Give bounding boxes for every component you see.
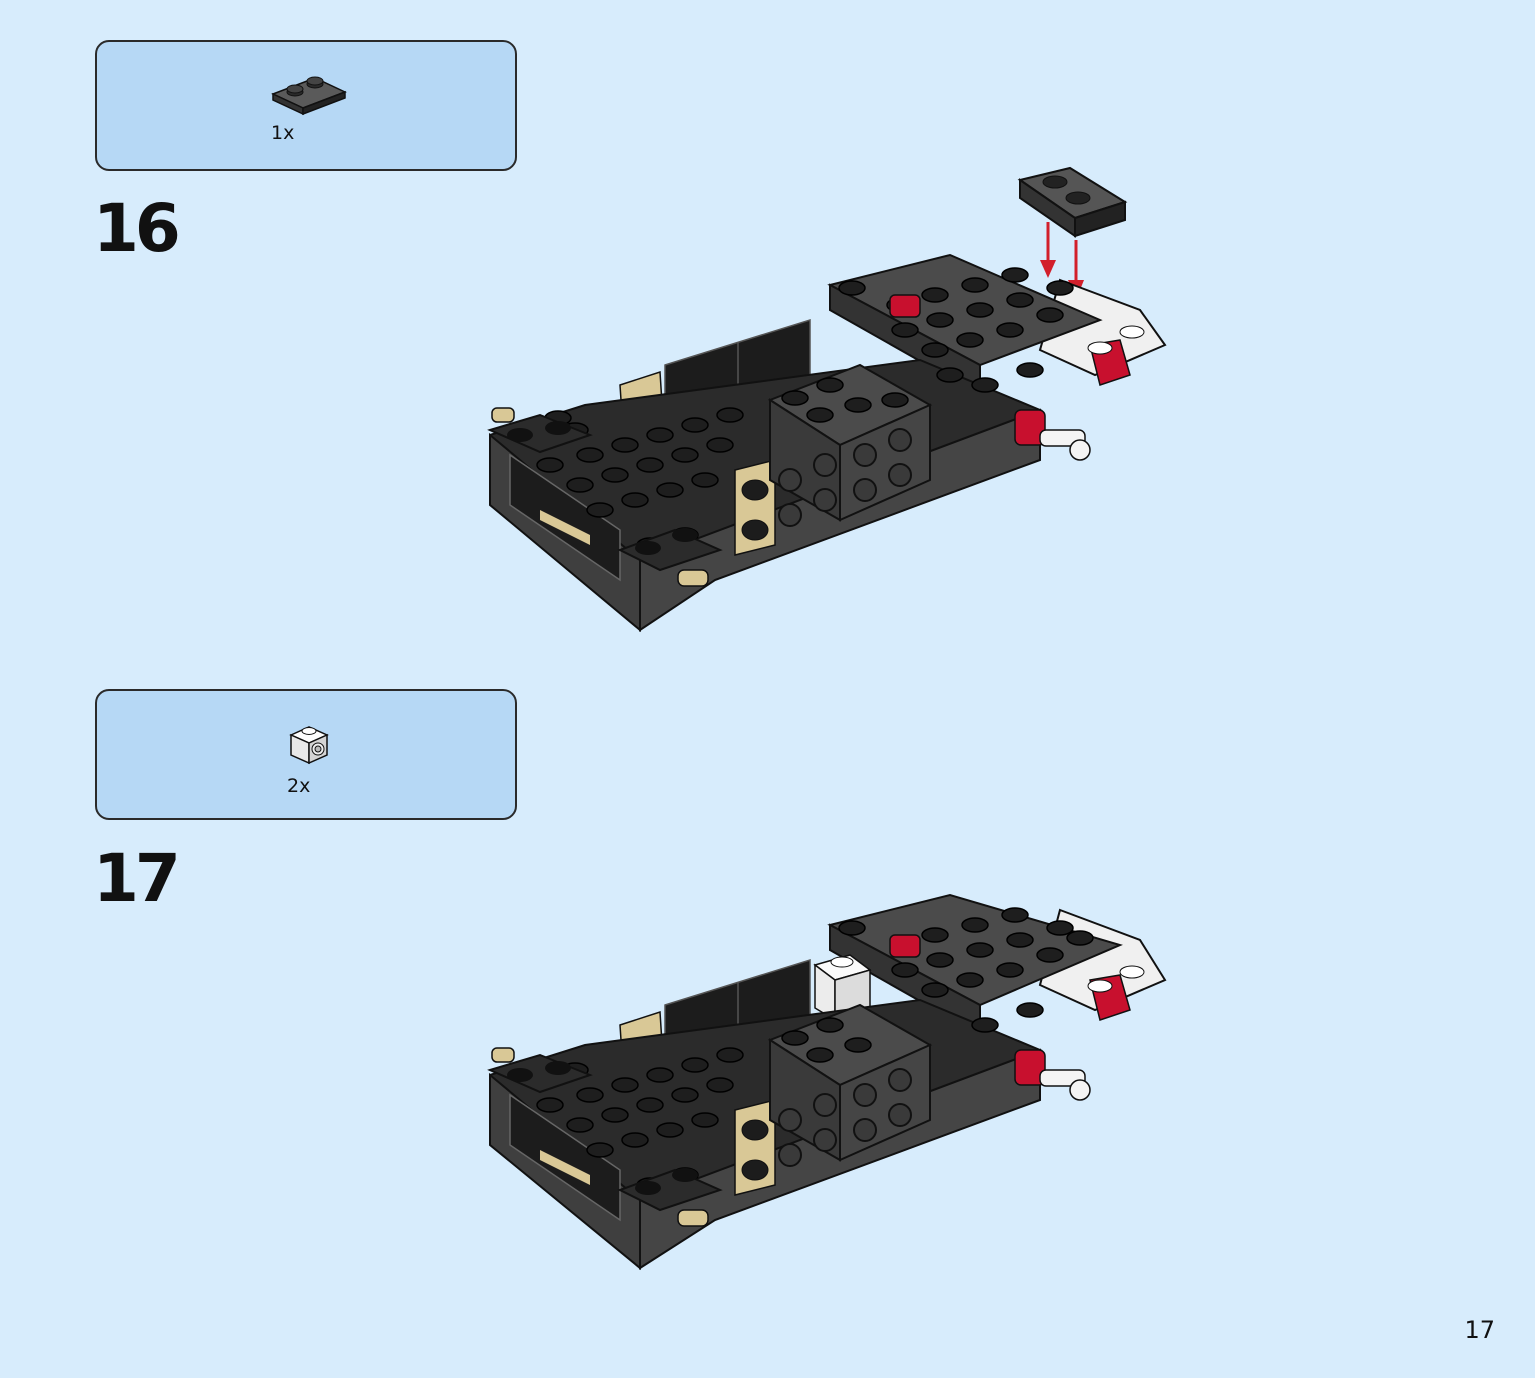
step-number: 16: [93, 190, 181, 267]
page-number: 17: [1464, 1316, 1495, 1344]
dark-grey-plate-1x2-with-rail-icon: [271, 76, 347, 116]
build-illustration-step-16: [487, 166, 1167, 633]
parts-callout-step-17: 2x: [95, 689, 517, 820]
build-illustration-step-17: [487, 893, 1167, 1271]
step-number: 17: [93, 840, 181, 917]
parts-callout-step-16: 1x: [95, 40, 517, 171]
part-quantity: 2x: [287, 775, 311, 797]
white-brick-1x1-with-side-stud-icon: [289, 726, 329, 765]
part-quantity: 1x: [271, 122, 295, 144]
